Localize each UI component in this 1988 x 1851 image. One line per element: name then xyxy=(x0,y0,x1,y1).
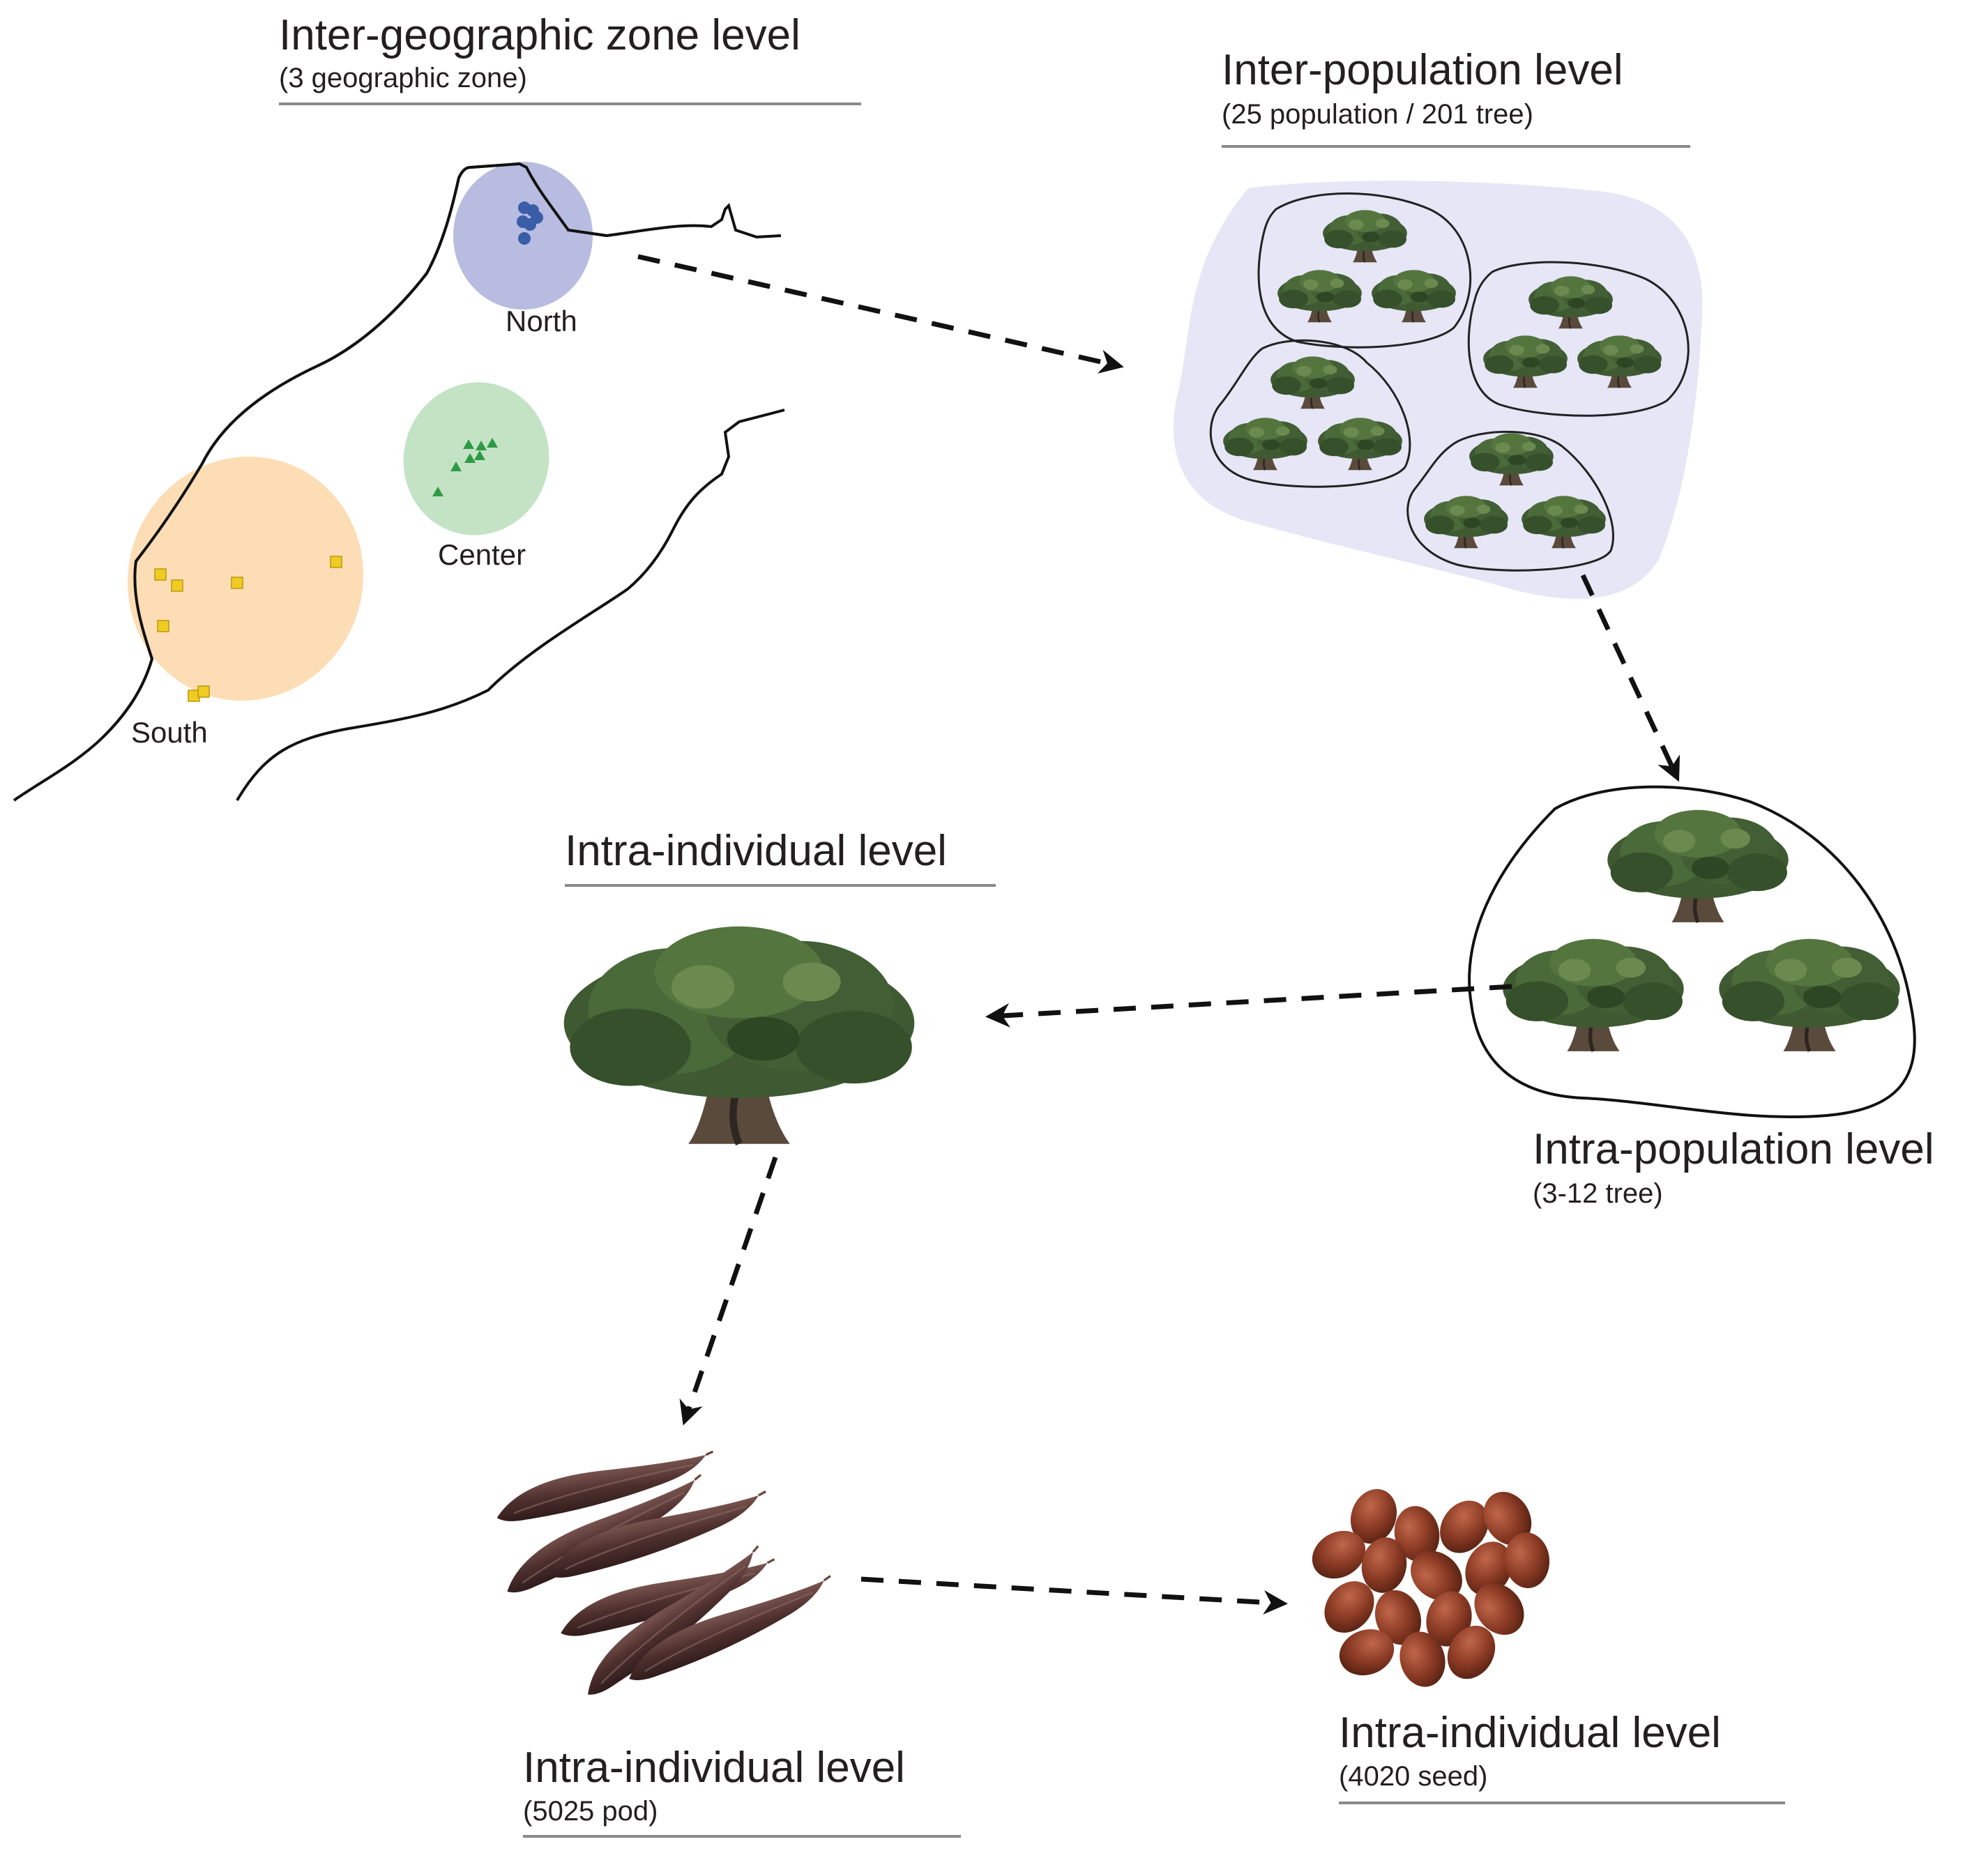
arrow-intra-population-to-tree xyxy=(985,984,1512,1028)
arrow-inter-to-intra-population xyxy=(1580,574,1680,782)
south-markers xyxy=(154,556,342,702)
inter-population-blob xyxy=(1173,181,1703,600)
arrow-tree-to-pods xyxy=(679,1156,778,1426)
south-label: South xyxy=(131,716,208,749)
seeds-image xyxy=(1312,1488,1550,1687)
pods-image xyxy=(490,1450,845,1701)
inter-population-title: Inter-population level xyxy=(1222,46,1623,94)
intra-individual-pod-rule xyxy=(523,1835,961,1838)
intra-individual-tree-rule xyxy=(565,884,996,887)
intra-individual-tree-title: Intra-individual level xyxy=(565,827,947,875)
individual-tree-image xyxy=(564,927,915,1144)
inter-population-rule xyxy=(1222,145,1690,148)
intra-population-trees xyxy=(1503,810,1899,1051)
intra-population-subtitle: (3-12 tree) xyxy=(1533,1178,1663,1209)
inter-population-subtitle: (25 population / 201 tree) xyxy=(1222,99,1533,130)
population-outlines xyxy=(1209,192,1690,572)
geo-level-title: Inter-geographic zone level xyxy=(279,11,800,59)
geo-level-subtitle: (3 geographic zone) xyxy=(279,63,527,93)
arrow-pods-to-seeds xyxy=(860,1576,1288,1615)
intra-population-outline xyxy=(1468,785,1916,1119)
north-markers xyxy=(517,201,543,245)
intra-individual-seed-rule xyxy=(1339,1802,1785,1804)
arrow-geo-to-inter-population xyxy=(637,254,1124,374)
center-label: Center xyxy=(438,538,526,571)
intra-individual-pod-subtitle: (5025 pod) xyxy=(523,1796,658,1827)
north-label: North xyxy=(506,305,577,337)
flow-arrows xyxy=(637,254,1680,1615)
inland-border xyxy=(236,409,785,802)
geo-level-rule xyxy=(279,102,861,105)
intra-population-title: Intra-population level xyxy=(1533,1125,1934,1173)
south-zone xyxy=(128,456,363,701)
intra-individual-seed-subtitle: (4020 seed) xyxy=(1339,1761,1488,1792)
intra-individual-pod-title: Intra-individual level xyxy=(523,1744,905,1792)
center-markers xyxy=(432,438,498,496)
intra-individual-seed-title: Intra-individual level xyxy=(1339,1709,1721,1757)
